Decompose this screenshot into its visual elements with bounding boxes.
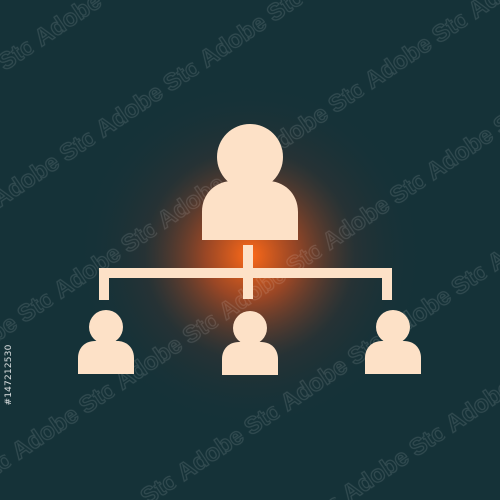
person-icon (78, 310, 134, 374)
connector-lines (99, 245, 392, 300)
connector-horizontal (99, 268, 391, 278)
person-icon (365, 310, 421, 374)
stock-id-label: #147212530 (4, 344, 154, 450)
stock-id-text: #147212530 (4, 344, 14, 406)
connector-right-drop (382, 268, 392, 300)
person-icon (222, 311, 278, 375)
person-icon (202, 124, 298, 240)
connector-left-drop (99, 268, 109, 300)
